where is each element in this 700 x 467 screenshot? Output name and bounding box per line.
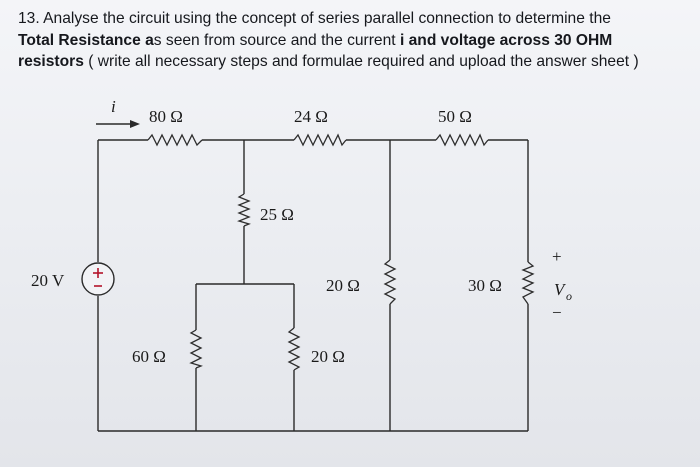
resistor-20b-icon — [287, 327, 301, 371]
resistor-80-label: 80 Ω — [149, 107, 183, 126]
resistor-80-icon — [147, 133, 203, 147]
question-text: 13. Analyse the circuit using the concep… — [18, 8, 694, 73]
question-line-3-bold: resistors — [18, 53, 84, 70]
resistor-20b-label: 20 Ω — [311, 347, 345, 366]
source-label: 20 V — [31, 271, 65, 290]
question-line-1: 13. Analyse the circuit using the concep… — [18, 10, 611, 27]
vo-minus: − — [552, 303, 562, 322]
question-line-3-plain: ( write all necessary steps and formulae… — [83, 53, 639, 70]
resistor-24-icon — [293, 133, 347, 147]
circuit-figure: i 20 V 80 Ω 24 Ω 50 Ω 25 Ω 60 Ω — [14, 92, 694, 467]
circuit-wires — [97, 139, 529, 432]
resistor-25-icon — [237, 193, 251, 227]
resistor-20a-icon — [383, 259, 397, 305]
question-line-2-plain: s seen from source and the current — [153, 31, 400, 49]
current-label: i — [111, 97, 116, 116]
question-line-2: Total Resistance as seen from source and… — [18, 30, 694, 52]
resistor-20a-label: 20 Ω — [326, 276, 360, 295]
resistor-50-icon — [435, 133, 489, 147]
vo-subscript: o — [566, 289, 572, 303]
resistor-30-label: 30 Ω — [468, 276, 502, 295]
circuit-diagram: i 20 V 80 Ω 24 Ω 50 Ω 25 Ω 60 Ω — [31, 97, 572, 432]
voltage-source-icon — [81, 262, 115, 296]
resistor-50-label: 50 Ω — [438, 107, 472, 126]
resistor-60-icon — [189, 329, 203, 369]
resistor-30-icon — [521, 261, 535, 305]
current-arrow-icon — [96, 120, 140, 128]
question-line-3: resistors ( write all necessary steps an… — [18, 51, 694, 73]
vo-plus: + — [552, 247, 562, 266]
resistor-24-label: 24 Ω — [294, 107, 328, 126]
question-line-2-bold-b: i and voltage across 30 OHM — [399, 31, 613, 49]
question-line-2-bold-a: Total Resistance a — [18, 31, 154, 49]
resistor-60-label: 60 Ω — [132, 347, 166, 366]
resistor-25-label: 25 Ω — [260, 205, 294, 224]
vo-label: V — [554, 280, 567, 299]
